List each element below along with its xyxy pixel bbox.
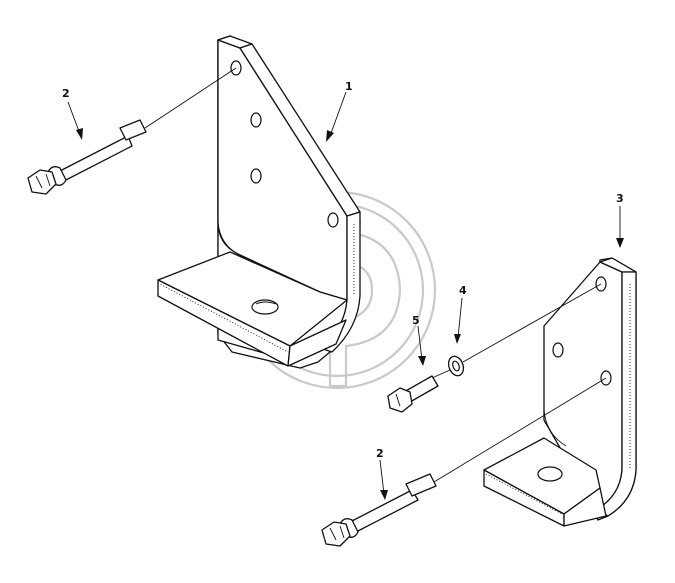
bracket-right [483,257,637,527]
bolt-short [387,369,451,413]
bolt-long-upper [27,67,237,195]
washer [447,283,602,377]
callout-label-5: 5 [412,314,420,327]
bolt-long-lower [321,377,607,547]
callout-arrows [67,91,624,500]
callout-label-3: 3 [616,192,624,205]
callout-label-4: 4 [459,284,467,297]
bracket-left [157,35,361,369]
callout-label-2-lower: 2 [376,447,384,460]
callout-label-1: 1 [345,80,353,93]
callout-label-2-upper: 2 [62,87,70,100]
